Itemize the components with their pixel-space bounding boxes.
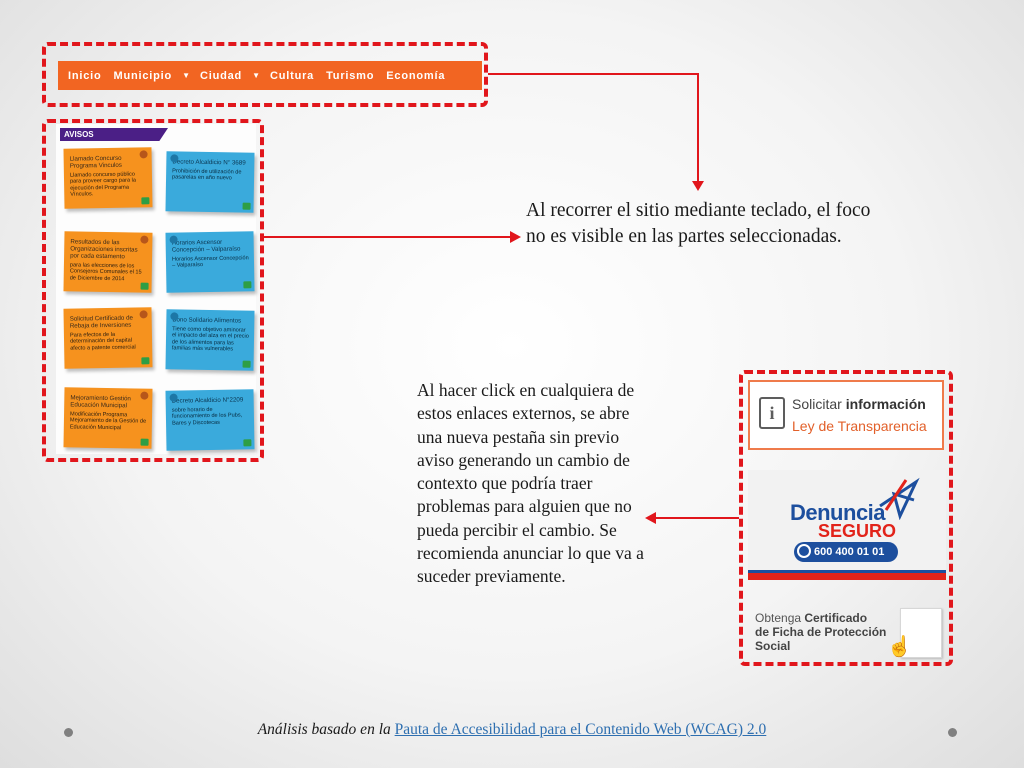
aviso-note[interactable]: Decreto Alcaldicio N°2209 sobre horario …	[165, 389, 255, 451]
slide-dot	[64, 728, 73, 737]
aviso-desc: Para efectos de la determinación del cap…	[69, 331, 136, 352]
ficha-proteccion-social-banner[interactable]: Obtenga Certificado de Ficha de Protecci…	[748, 604, 946, 660]
focus-visibility-annotation: Al recorrer el sitio mediante teclado, e…	[526, 200, 871, 247]
banner-subtitle: Ley de Transparencia	[792, 418, 927, 434]
aviso-title: Decreto Alcaldicio N°2209	[171, 396, 244, 405]
download-icon[interactable]	[242, 360, 251, 368]
external-links-annotation: Al hacer click en cualquiera de estos en…	[417, 380, 644, 587]
footer-prefix: Análisis basado en la	[257, 721, 391, 738]
denuncia-seguro-banner[interactable]: Denuncia SEGURO 600 400 01 01	[748, 470, 946, 580]
download-icon[interactable]	[140, 438, 149, 446]
banner-text: Solicitar	[792, 396, 842, 412]
download-icon[interactable]	[243, 439, 252, 447]
caret-down-icon[interactable]: ▼	[252, 71, 260, 80]
aviso-title: Solicitud Certificado de Rebaja de Inver…	[69, 314, 134, 330]
nav-item-economia[interactable]: Economía	[386, 69, 446, 82]
banner-text: Obtenga	[755, 611, 802, 625]
aviso-title: Decreto Alcaldicio N° 3689	[172, 158, 246, 167]
info-document-icon: i	[759, 397, 785, 429]
caret-down-icon[interactable]: ▼	[182, 71, 190, 80]
phone-number-pill: 600 400 01 01	[794, 542, 898, 562]
avisos-highlight-box	[42, 119, 264, 462]
download-icon[interactable]	[141, 357, 150, 365]
download-icon[interactable]	[140, 282, 149, 290]
aviso-note[interactable]: Llamado Concurso Programa Vinculos Llama…	[63, 147, 153, 209]
solicitar-informacion-banner[interactable]: i Solicitar información Ley de Transpare…	[748, 380, 944, 450]
banners-highlight-box	[739, 370, 953, 666]
nav-item-municipio[interactable]: Municipio	[113, 69, 173, 82]
aviso-note[interactable]: Bono Solidario Alimentos Tiene como obje…	[165, 309, 255, 371]
aviso-desc: Horarios Ascensor Concepción – Valparaís…	[171, 255, 249, 269]
pin-icon	[140, 391, 149, 400]
nav-highlight-box	[42, 42, 488, 107]
aviso-desc: para las elecciones de los Consejeros Co…	[69, 262, 142, 282]
avisos-panel: AVISOS Llamado Concurso Programa Vinculo…	[56, 124, 256, 454]
phone-icon	[797, 544, 811, 558]
slide-dot	[948, 728, 957, 737]
banner-stripe	[748, 573, 946, 580]
aviso-title: Mejoramiento Gestión Educación Municipal	[70, 394, 131, 410]
aviso-desc: Tiene como objetivo aminorar el impacto …	[171, 326, 249, 353]
aviso-note[interactable]: Solicitud Certificado de Rebaja de Inver…	[63, 307, 153, 369]
wcag-link[interactable]: Pauta de Accesibilidad para el Contenido…	[394, 721, 767, 738]
aviso-note[interactable]: Mejoramiento Gestión Educación Municipal…	[63, 387, 153, 449]
download-icon[interactable]	[141, 197, 150, 205]
aviso-title: Resultados de las Organizaciones inscrit…	[70, 238, 138, 261]
banner-text-bold: Social	[755, 639, 791, 653]
banner-title: Denuncia	[790, 500, 886, 525]
footer-reference: Análisis basado en la Pauta de Accesibil…	[0, 721, 1024, 739]
star-logo-icon	[879, 477, 920, 520]
aviso-desc: Modificación Programa Mejoramiento de la…	[69, 411, 147, 431]
banner-line: Solicitar información	[792, 396, 926, 412]
aviso-title: Bono Solidario Alimentos	[172, 316, 242, 325]
aviso-title: Llamado Concurso Programa Vinculos	[69, 154, 123, 170]
banner-subtitle: SEGURO	[818, 521, 897, 541]
main-nav-bar: Inicio Municipio ▼ Ciudad ▼ Cultura Turi…	[58, 61, 482, 90]
aviso-note[interactable]: Horarios Ascensor Concepción – Valparaís…	[165, 231, 255, 293]
nav-item-cultura[interactable]: Cultura	[269, 69, 315, 82]
nav-item-inicio[interactable]: Inicio	[68, 69, 102, 82]
aviso-desc: Prohibición de utilización de pasarelas …	[172, 168, 242, 182]
nav-item-turismo[interactable]: Turismo	[326, 69, 375, 82]
banner-text-bold: Certificado	[804, 611, 868, 625]
banner-stripe	[748, 570, 946, 573]
pointer-hand-icon: ☝	[887, 636, 912, 658]
certificate-document-icon	[900, 608, 942, 658]
aviso-note[interactable]: Resultados de las Organizaciones inscrit…	[63, 231, 153, 293]
download-icon[interactable]	[242, 202, 251, 210]
pin-icon	[140, 235, 149, 244]
aviso-title: Horarios Ascensor Concepción – Valparaís…	[171, 238, 241, 254]
nav-item-ciudad[interactable]: Ciudad	[199, 69, 243, 82]
avisos-title: AVISOS	[60, 128, 168, 141]
aviso-desc: Llamado concurso público para proveer ca…	[69, 171, 137, 198]
banner-text-bold: de Ficha de Protección	[755, 625, 887, 639]
pin-icon	[169, 393, 178, 402]
phone-number: 600 400 01 01	[814, 546, 885, 558]
pin-icon	[169, 235, 178, 244]
aviso-note[interactable]: Decreto Alcaldicio N° 3689 Prohibición d…	[165, 151, 255, 213]
download-icon[interactable]	[243, 281, 252, 289]
banner-text-bold: información	[845, 396, 926, 412]
banner-text-block: Obtenga Certificado de Ficha de Protecci…	[755, 611, 886, 653]
aviso-desc: sobre horario de funcionamiento de los P…	[171, 406, 243, 427]
